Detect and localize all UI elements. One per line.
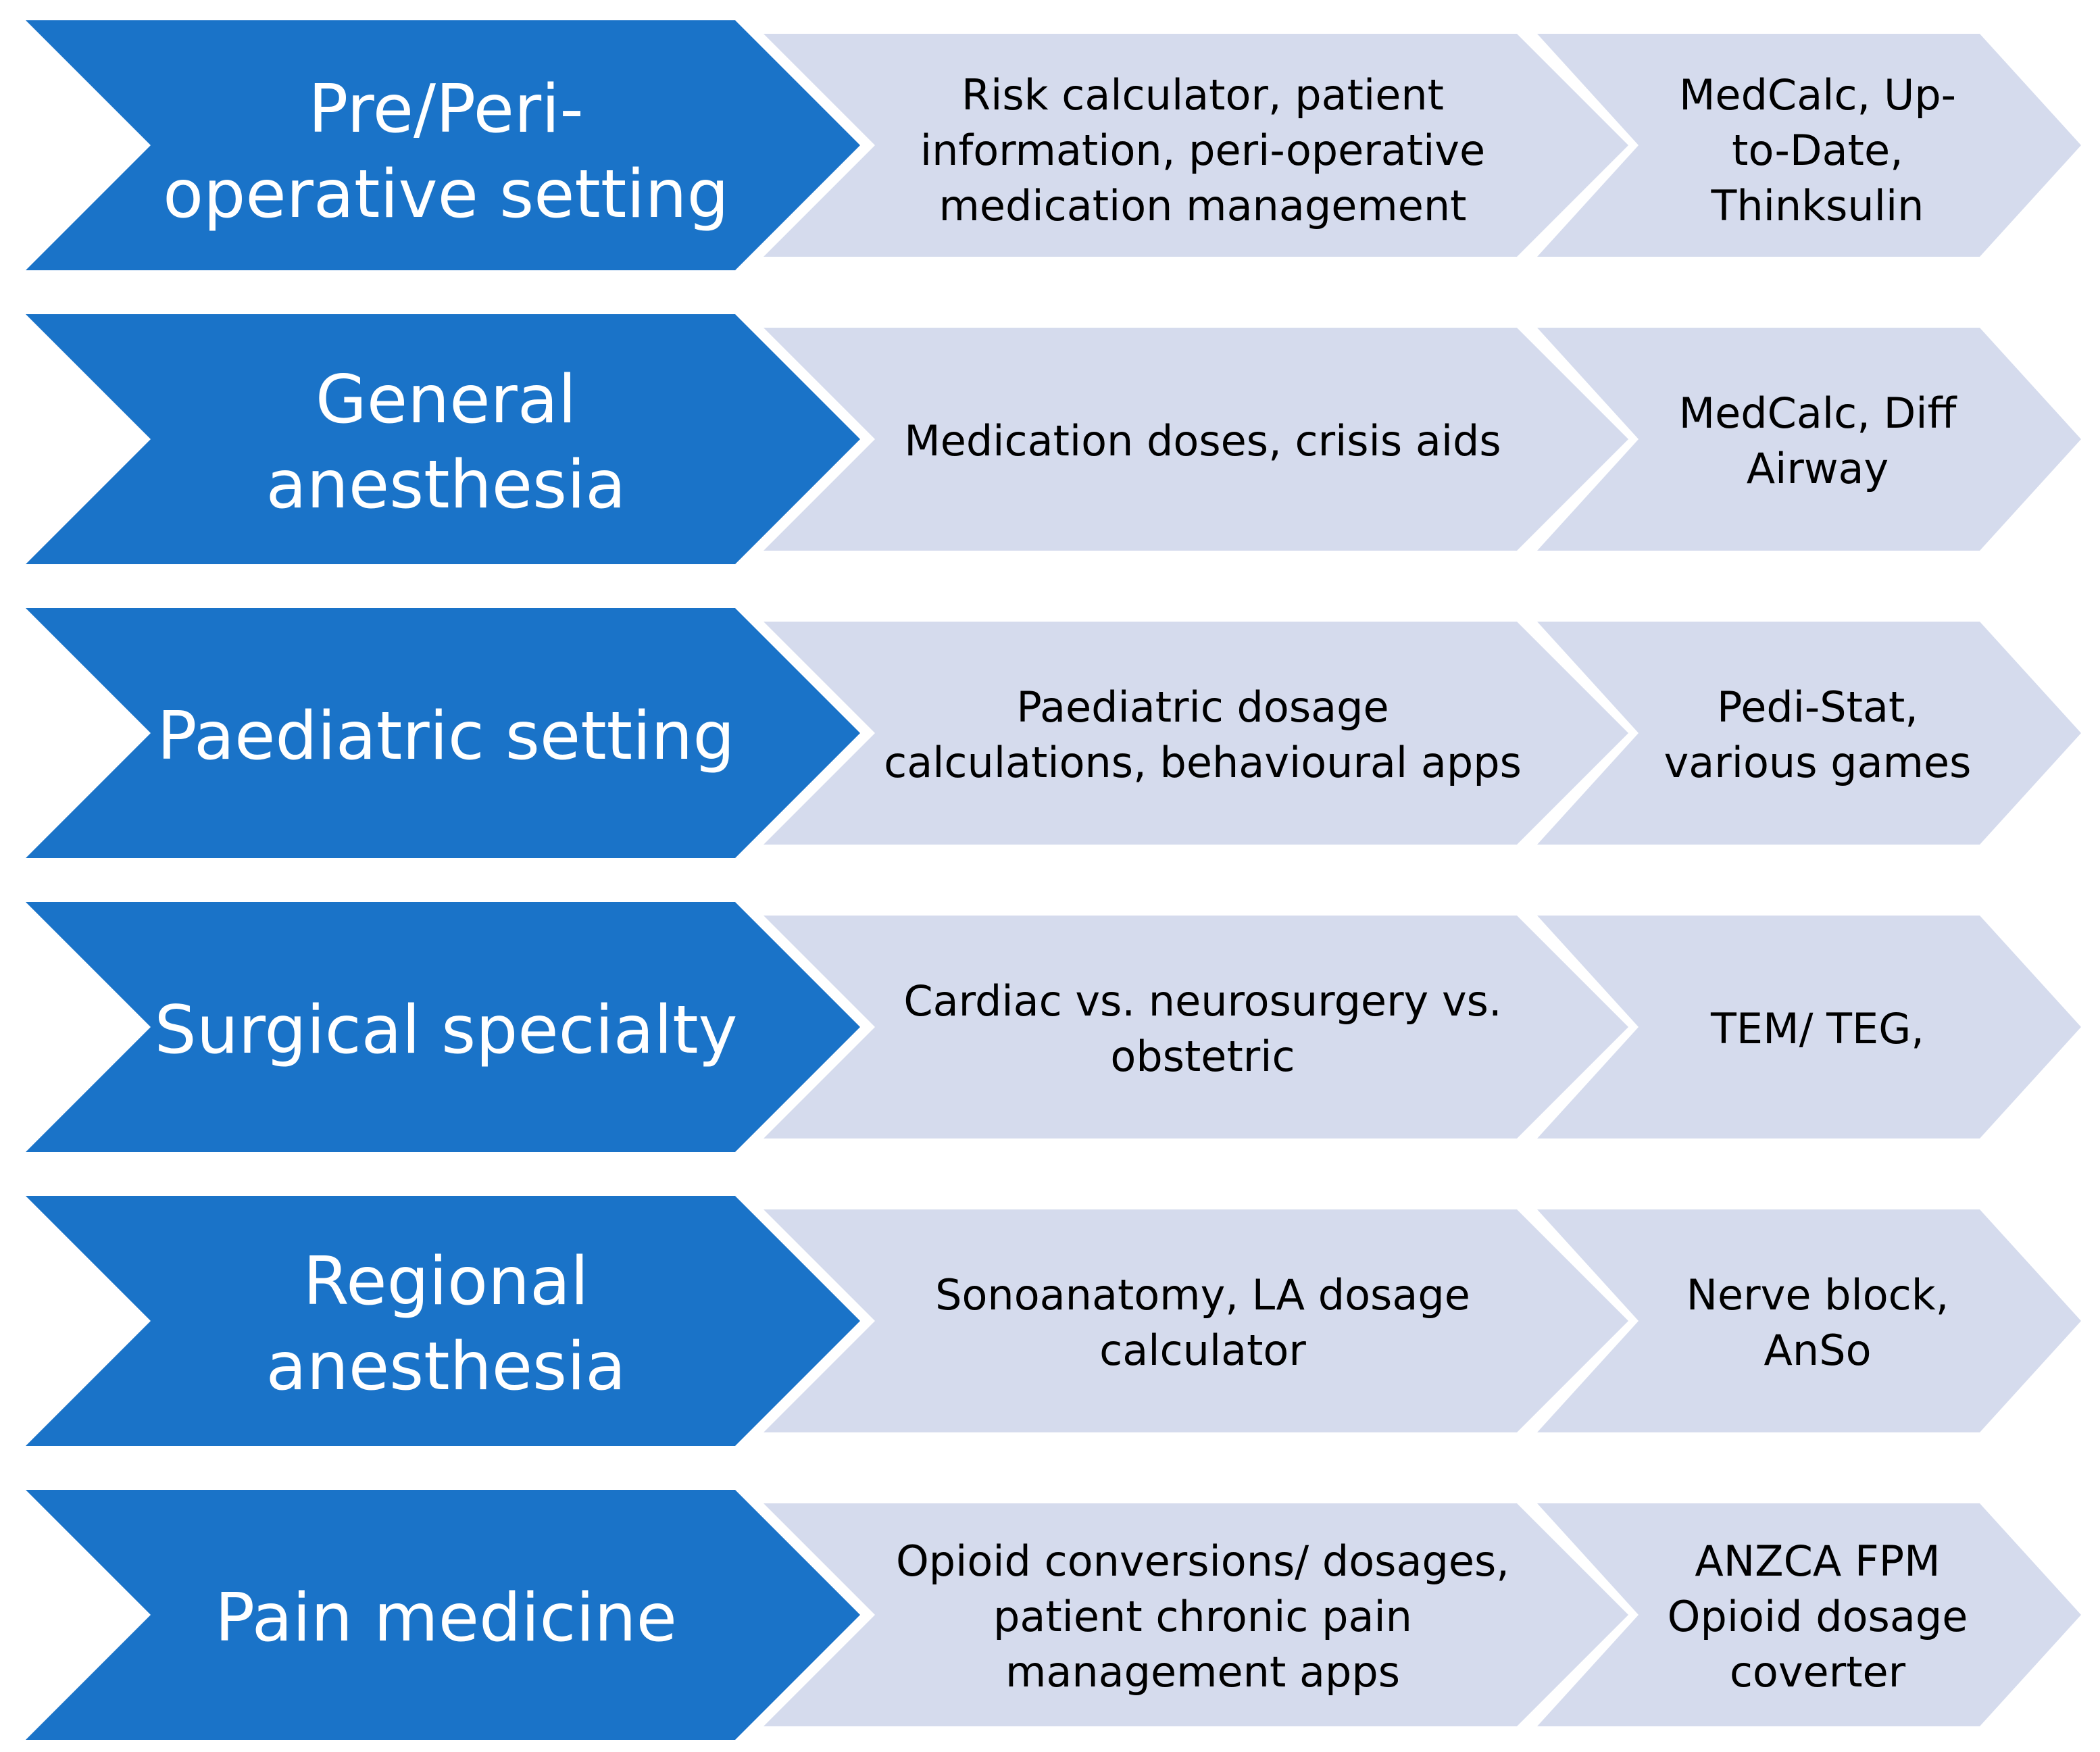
category-chevron (26, 1490, 860, 1740)
category-label: Regional anesthesia (266, 1243, 626, 1405)
apps-chevron (1537, 328, 2081, 551)
category-label: General anesthesia (266, 361, 626, 524)
description-label: Paediatric dosage calculations, behaviou… (884, 682, 1522, 787)
description-label: Risk calculator, patient information, pe… (920, 70, 1486, 230)
description-label: Cardiac vs. neurosurgery vs. obstetric (903, 976, 1502, 1081)
apps-label: TEM/ TEG, (1711, 1004, 1924, 1053)
description-chevron (764, 916, 1628, 1138)
apps-chevron (1537, 622, 2081, 845)
category-chevron (26, 902, 860, 1152)
description-label: Medication doses, crisis aids (904, 416, 1501, 466)
apps-chevron (1537, 34, 2081, 257)
apps-label: MedCalc, Up- to-Date, Thinksulin (1678, 70, 1957, 230)
description-chevron (764, 1503, 1628, 1726)
apps-label: ANZCA FPM Opioid dosage coverter (1667, 1536, 1968, 1697)
apps-chevron (1537, 916, 2081, 1138)
category-label: Pre/Peri- operative setting (163, 71, 729, 233)
description-chevron (764, 328, 1628, 551)
apps-label: MedCalc, Diff Airway (1678, 389, 1957, 493)
apps-label: Pedi-Stat, various games (1664, 682, 1972, 787)
description-chevron (764, 1209, 1628, 1432)
description-chevron (764, 34, 1628, 257)
category-label: Paediatric setting (157, 698, 735, 775)
category-chevron (26, 1196, 860, 1446)
apps-label: Nerve block, AnSo (1686, 1270, 1949, 1375)
category-chevron (26, 608, 860, 858)
description-label: Sonoanatomy, LA dosage calculator (935, 1270, 1470, 1375)
category-label: Pain medicine (215, 1580, 677, 1657)
apps-chevron (1537, 1209, 2081, 1432)
category-chevron (26, 314, 860, 564)
apps-chevron (1537, 1503, 2081, 1726)
description-label: Opioid conversions/ dosages, patient chr… (896, 1536, 1509, 1697)
description-chevron (764, 622, 1628, 845)
category-chevron (26, 20, 860, 270)
category-label: Surgical specialty (154, 992, 738, 1069)
